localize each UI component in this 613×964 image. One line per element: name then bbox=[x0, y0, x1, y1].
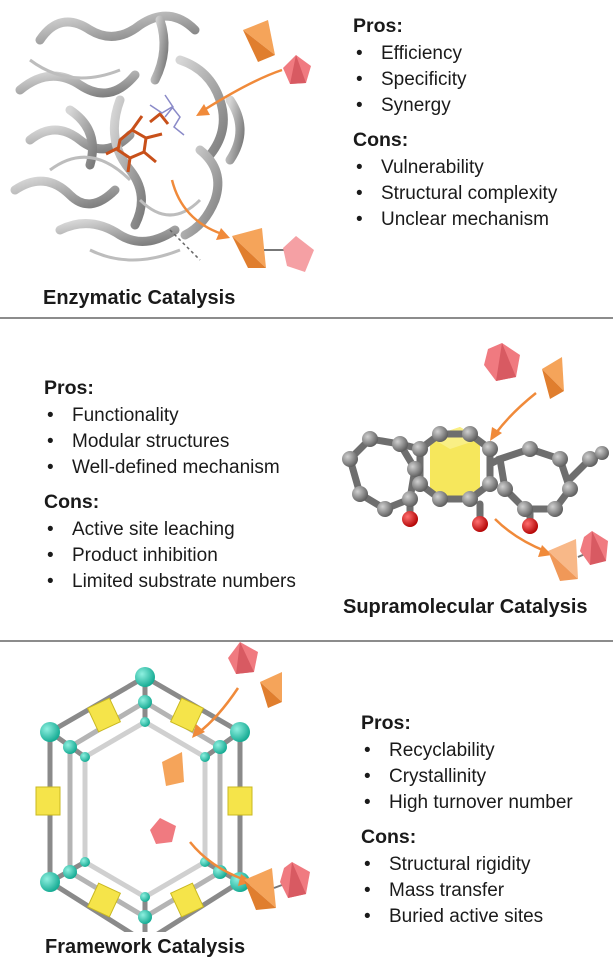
substrate-tetrahedron-top bbox=[243, 20, 275, 62]
metal-nodes bbox=[40, 667, 250, 924]
framework-structure-illustration bbox=[35, 642, 310, 932]
pro-item: Well-defined mechanism bbox=[44, 455, 296, 481]
pro-item: Synergy bbox=[353, 93, 557, 119]
pro-item: Crystallinity bbox=[361, 764, 573, 790]
substrate-tetrahedron bbox=[542, 357, 564, 399]
con-item: Active site leaching bbox=[44, 517, 296, 543]
guest-octahedron bbox=[150, 818, 176, 844]
oxygen-atoms bbox=[402, 511, 538, 534]
con-item: Structural rigidity bbox=[361, 852, 573, 878]
pro-item: Specificity bbox=[353, 67, 557, 93]
framework-pros-cons: Pros: Recyclability Crystallinity High t… bbox=[361, 710, 573, 930]
pro-item: Functionality bbox=[44, 403, 296, 429]
arrow-out bbox=[170, 179, 223, 236]
substrate-octahedron-top bbox=[283, 55, 311, 84]
supramolecular-pros-cons: Pros: Functionality Modular structures W… bbox=[44, 375, 296, 595]
pro-item: High turnover number bbox=[361, 790, 573, 816]
enzymatic-pros-cons: Pros: Efficiency Specificity Synergy Con… bbox=[353, 13, 557, 233]
protein-ribbon bbox=[10, 11, 245, 246]
con-item: Product inhibition bbox=[44, 543, 296, 569]
pros-heading: Pros: bbox=[353, 15, 403, 37]
cons-heading: Cons: bbox=[44, 491, 100, 513]
ligand-sticks bbox=[149, 94, 185, 136]
guest-tetrahedron bbox=[162, 752, 184, 786]
product-pair bbox=[244, 862, 310, 910]
section-divider bbox=[0, 640, 613, 642]
pros-heading: Pros: bbox=[361, 712, 411, 734]
con-item: Limited substrate numbers bbox=[44, 569, 296, 595]
supramolecular-cage-illustration bbox=[342, 343, 609, 581]
product-pair bbox=[548, 531, 608, 581]
section-divider bbox=[0, 317, 613, 319]
supramolecular-panel: Pros: Functionality Modular structures W… bbox=[0, 319, 613, 641]
con-item: Unclear mechanism bbox=[353, 207, 557, 233]
framework-panel: Pros: Recyclability Crystallinity High t… bbox=[0, 642, 613, 964]
substrate-tetrahedron bbox=[260, 672, 282, 708]
enzymatic-panel: Pros: Efficiency Specificity Synergy Con… bbox=[0, 0, 613, 318]
heme-cofactor bbox=[105, 111, 170, 173]
substrate-octahedron bbox=[484, 343, 520, 381]
pro-item: Recyclability bbox=[361, 738, 573, 764]
supramolecular-title: Supramolecular Catalysis bbox=[343, 596, 588, 618]
con-item: Mass transfer bbox=[361, 878, 573, 904]
pro-item: Efficiency bbox=[353, 41, 557, 67]
guest-cube bbox=[430, 427, 480, 501]
cons-heading: Cons: bbox=[353, 129, 409, 151]
linker-cubes bbox=[35, 697, 253, 918]
cons-heading: Cons: bbox=[361, 826, 417, 848]
pro-item: Modular structures bbox=[44, 429, 296, 455]
con-item: Structural complexity bbox=[353, 181, 557, 207]
substrate-octahedron bbox=[228, 642, 258, 674]
con-item: Buried active sites bbox=[361, 904, 573, 930]
arrow-in bbox=[203, 68, 283, 112]
pros-heading: Pros: bbox=[44, 377, 94, 399]
carbon-atoms bbox=[342, 426, 609, 517]
framework-title: Framework Catalysis bbox=[45, 936, 246, 958]
con-item: Vulnerability bbox=[353, 155, 557, 181]
product-pair bbox=[232, 228, 314, 272]
enzymatic-title: Enzymatic Catalysis bbox=[43, 287, 236, 309]
enzyme-structure-illustration bbox=[10, 11, 314, 272]
